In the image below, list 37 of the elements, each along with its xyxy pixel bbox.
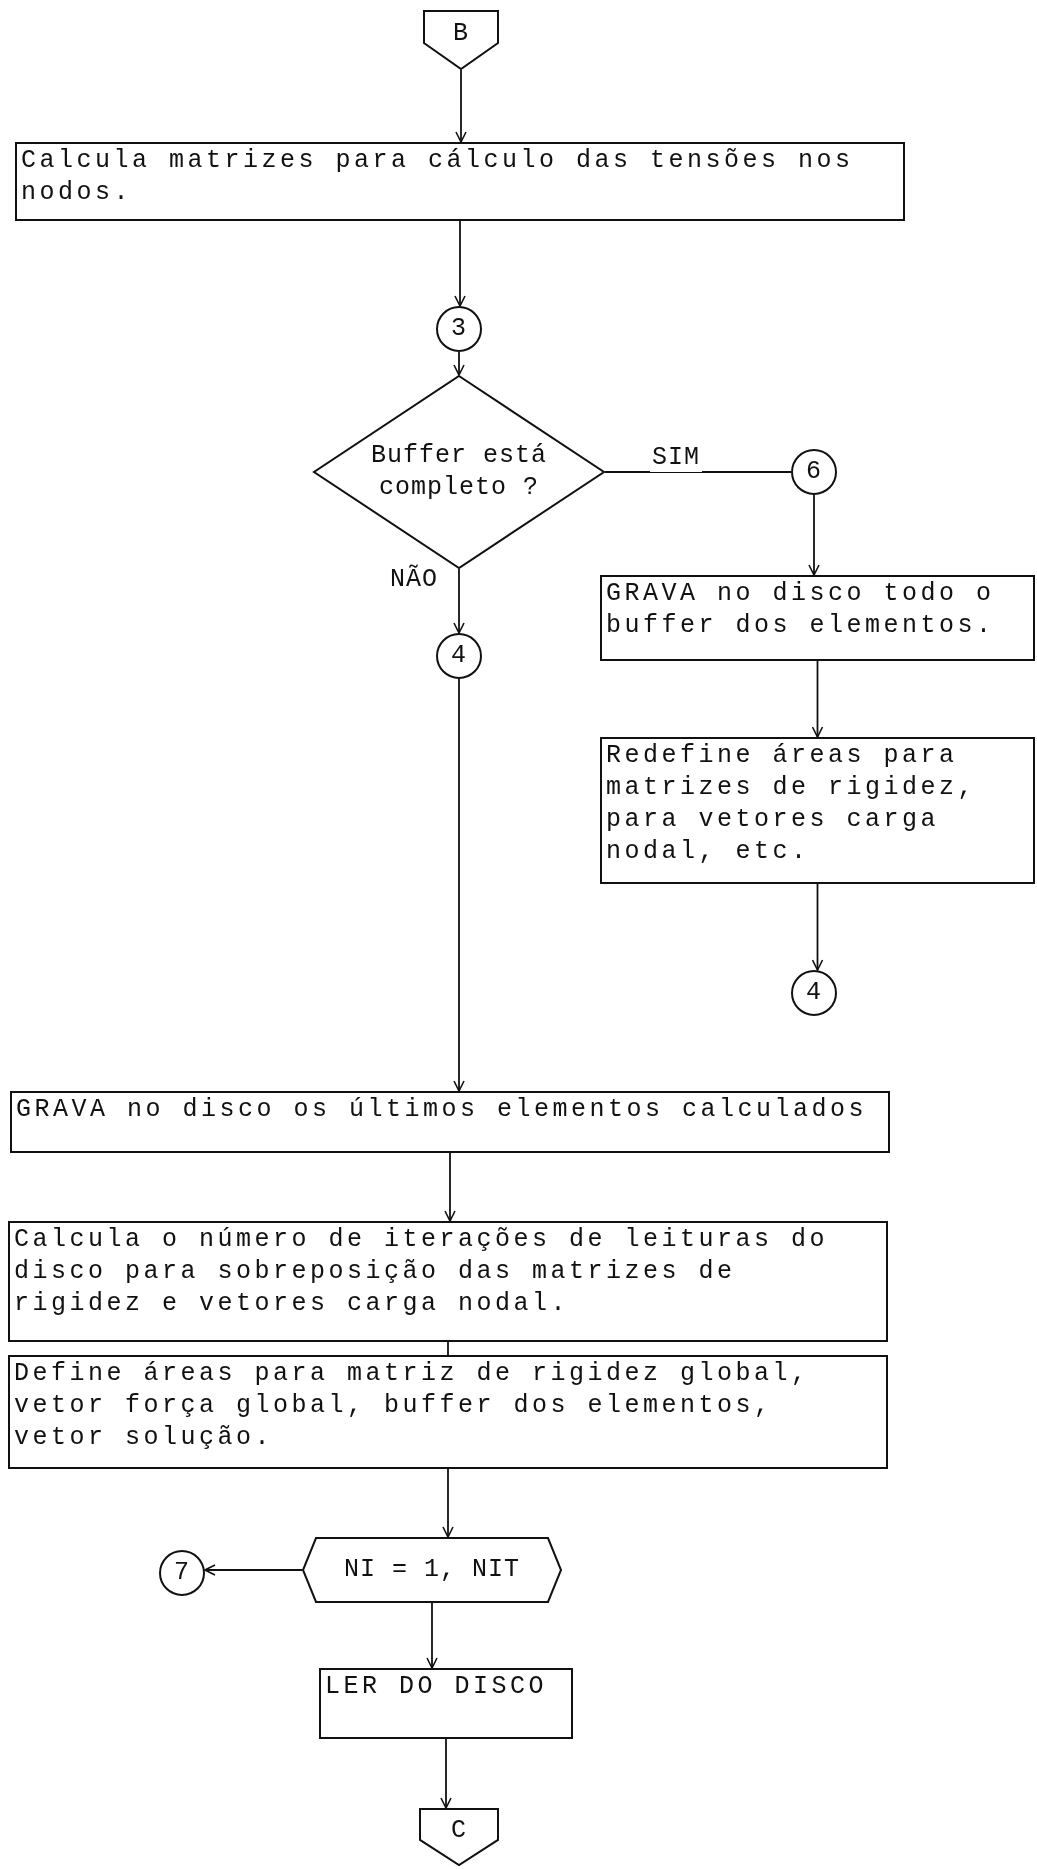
process-box [15,142,905,221]
step-text: Redefine áreas para matrizes de rigidez, para vetores carga nodal, etc. [606,740,978,868]
flow-arrow [442,1468,454,1538]
flow-arrow [426,1602,438,1669]
connector-label: 7 [174,1557,190,1589]
connector-label: 3 [451,313,467,345]
step-text: Define áreas para matriz de rigidez global, vetor força global, buffer dos elementos, vetor solução. [14,1358,811,1454]
process-box [10,1091,890,1153]
step-text: GRAVA no disco os últimos elementos calculados [16,1094,869,1126]
decision-text: Buffer está completo ? [370,440,548,504]
flow-arrow [811,883,824,971]
connector-label: 4 [806,977,822,1009]
connector-label: 6 [806,456,822,488]
process-box [8,1355,888,1469]
loop-text: NI = 1, NIT [344,1554,520,1586]
flow-arrow [440,1738,452,1809]
process-box [319,1668,573,1739]
process-box [8,1221,888,1342]
step-text: LER DO DISCO [325,1671,549,1703]
flow-arrow [453,678,465,1092]
step-text: GRAVA no disco todo o buffer dos elementos. [606,578,996,642]
flow-arrow [453,351,465,376]
flow-arrow [455,69,467,143]
flow-arrow [811,660,824,738]
flow-arrow [444,1152,456,1222]
step-text: Calcula o número de iterações de leituras do disco para sobreposição das matrizes de rigidez e vetores carga nodal. [14,1224,830,1320]
flow-arrow [808,494,820,576]
flow-arrow [204,1564,303,1576]
connector-label: B [453,18,469,50]
flow-arrow [454,220,466,307]
process-box [600,575,1035,661]
edge-label: SIM [650,444,702,472]
process-box [600,737,1035,884]
step-text: Calcula matrizes para cálculo das tensões nos nodos. [21,145,855,209]
flow-arrow [453,568,465,634]
connector-label: C [451,1815,467,1847]
connector-label: 4 [451,640,467,672]
